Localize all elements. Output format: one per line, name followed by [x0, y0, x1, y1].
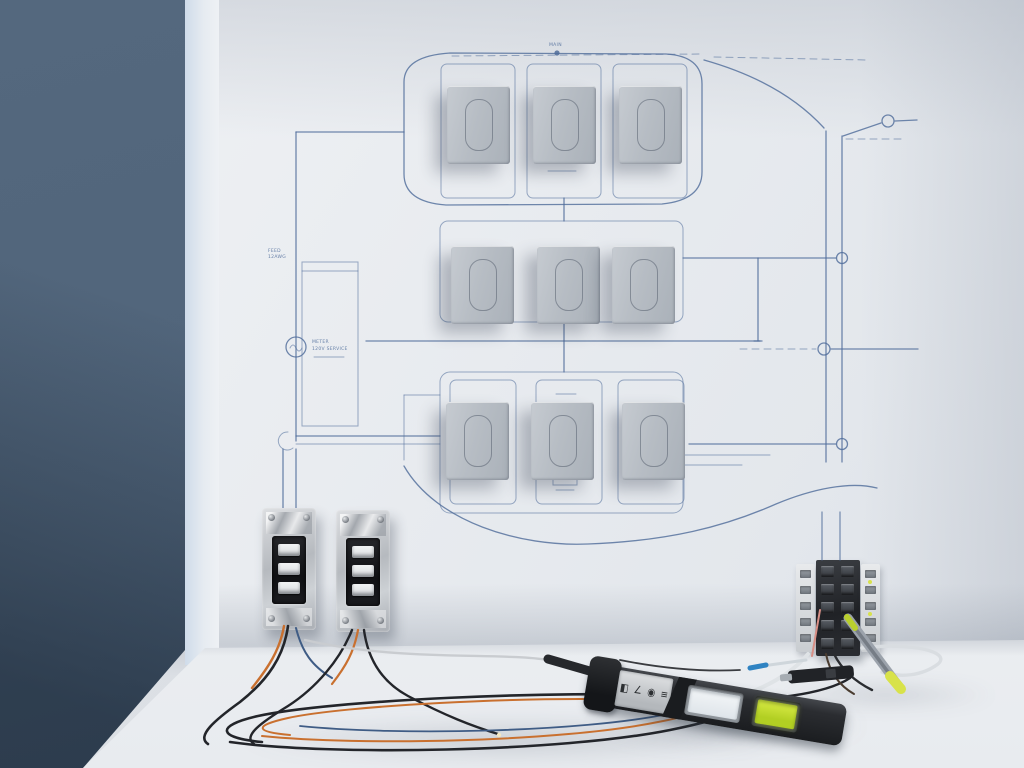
terminal-cell — [821, 584, 834, 595]
switch-paddle — [278, 544, 300, 556]
terminal-slot — [800, 570, 811, 578]
level-display — [687, 687, 741, 720]
switch-plate — [612, 246, 675, 324]
terminal-slot — [800, 586, 811, 594]
level-mode-icon: ◧ — [619, 681, 630, 695]
svg-text:12AWG: 12AWG — [268, 254, 286, 260]
terminal-cell — [841, 620, 854, 631]
wall-corner-highlight — [185, 0, 219, 665]
stripper-tool — [847, 617, 901, 689]
screw-icon — [303, 514, 310, 521]
screw-icon — [342, 516, 349, 523]
switch-symbol-icon — [843, 115, 917, 139]
top-group-outline: MAIN — [404, 42, 868, 205]
switch-body — [346, 538, 380, 606]
terminal-cell — [841, 638, 854, 649]
terminal-strip-right — [861, 564, 880, 652]
terminal-cell — [821, 638, 834, 649]
level-mode-icon: ◉ — [646, 686, 657, 700]
terminal-slot — [800, 602, 811, 610]
terminal-slot — [865, 602, 876, 610]
switch-plate — [533, 86, 596, 164]
switch-plate — [451, 246, 514, 324]
switch-paddle — [278, 563, 300, 575]
contact-symbol-icon — [278, 432, 440, 510]
switch-plate — [619, 86, 682, 164]
screw-icon — [303, 615, 310, 622]
switch-plate — [537, 246, 600, 324]
indicator-dot — [868, 580, 872, 584]
screwdriver — [750, 660, 806, 668]
feed-annotation: FEED — [268, 248, 281, 254]
switch-body — [272, 536, 306, 604]
screw-icon — [342, 617, 349, 624]
distribution-rails — [366, 131, 918, 462]
level-mode-icon: ∠ — [632, 684, 643, 698]
terminal-center-block — [816, 560, 860, 656]
terminal-strip-left — [796, 564, 815, 652]
screw-icon — [377, 617, 384, 624]
terminal-cell — [841, 584, 854, 595]
terminal-cell — [841, 602, 854, 613]
level-mode-icon: ≡ — [659, 688, 669, 702]
screw-icon — [377, 516, 384, 523]
switch-paddle — [352, 565, 374, 577]
rocker-switch-device-2 — [336, 510, 390, 632]
indicator-dot — [868, 612, 872, 616]
terminal-cell — [821, 566, 834, 577]
terminal-cell — [821, 620, 834, 631]
bottom-group-outline — [404, 341, 877, 544]
switch-plate — [447, 86, 510, 164]
switch-plate — [446, 402, 509, 480]
screw-icon — [268, 514, 275, 521]
switch-paddle — [278, 582, 300, 594]
screw-icon — [268, 615, 275, 622]
voltage-tester — [779, 665, 854, 684]
terminal-slot — [800, 618, 811, 626]
rocker-switch-device-1 — [262, 508, 316, 630]
terminal-slot — [865, 634, 876, 642]
switch-plate — [622, 402, 685, 480]
main-annotation: MAIN — [549, 42, 562, 48]
feed-bus-lines: FEED 12AWG — [268, 132, 404, 441]
terminal-slot — [800, 634, 811, 642]
terminal-cell — [841, 566, 854, 577]
terminal-slot — [865, 586, 876, 594]
terminal-slot — [865, 570, 876, 578]
switch-paddle — [352, 546, 374, 558]
terminal-slot — [865, 618, 876, 626]
terminal-block — [796, 560, 880, 656]
level-vial-green — [754, 699, 798, 730]
terminal-cell — [821, 602, 834, 613]
switch-plate — [531, 402, 594, 480]
switch-paddle — [352, 584, 374, 596]
meter-symbol-icon: METER 120V SERVICE — [286, 337, 348, 357]
svg-text:120V SERVICE: 120V SERVICE — [312, 346, 348, 352]
svg-text:METER: METER — [312, 339, 329, 345]
